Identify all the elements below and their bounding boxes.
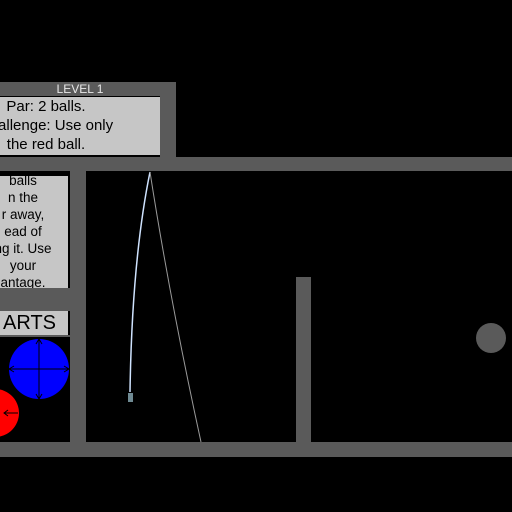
hint-line: your xyxy=(9,258,37,273)
target-ball xyxy=(476,323,506,353)
crosshair-icon xyxy=(8,338,70,400)
top-frame-right xyxy=(160,82,176,157)
challenge-text: Challenge: Use only xyxy=(0,117,114,134)
parts-separator xyxy=(0,288,70,311)
ceiling-wall xyxy=(0,157,512,171)
par-text: Par: 2 balls. xyxy=(6,98,86,115)
left-divider-wall xyxy=(70,171,86,442)
hint-line: ead of xyxy=(4,224,42,239)
hint-line: antage. xyxy=(0,275,46,288)
hint-line: r away, xyxy=(1,207,45,222)
rope-end-weight[interactable] xyxy=(128,393,133,402)
arrow-left-icon xyxy=(3,409,18,417)
rope-trace xyxy=(129,171,151,393)
level-title: LEVEL 1 xyxy=(0,82,160,96)
parts-label: ARTS xyxy=(0,311,68,335)
parts-separator-2 xyxy=(0,335,70,337)
floor-wall xyxy=(0,442,512,457)
parts-label-text: ARTS xyxy=(3,312,56,334)
hint-line: balls xyxy=(9,176,37,188)
red-ball[interactable] xyxy=(0,389,19,437)
swing-trajectory xyxy=(149,171,202,443)
hint-line: ng it. Use xyxy=(0,241,52,256)
hint-line: n the xyxy=(7,190,39,205)
challenge-panel: Par: 2 balls. Challenge: Use only the re… xyxy=(0,97,160,155)
hint-panel: balls n the r away, ead of ng it. Use yo… xyxy=(0,176,68,288)
blue-ball[interactable] xyxy=(8,338,70,400)
middle-post-wall xyxy=(296,277,311,442)
challenge-detail-text: the red ball. xyxy=(6,136,86,153)
